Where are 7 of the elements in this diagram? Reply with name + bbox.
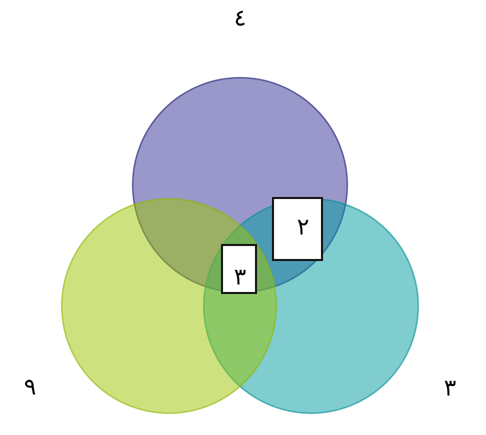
region-value: ٣ xyxy=(234,266,246,290)
number-box xyxy=(221,244,257,294)
set-label: ٩ xyxy=(24,376,36,400)
set-label: ٤ xyxy=(234,8,246,30)
set-label: ٣ xyxy=(444,378,456,400)
region-value: ٢ xyxy=(296,216,310,240)
number-box xyxy=(272,197,323,261)
